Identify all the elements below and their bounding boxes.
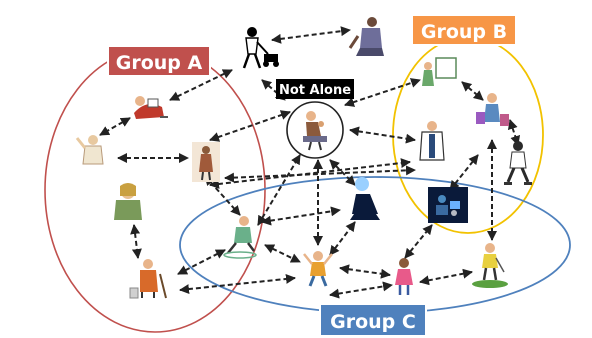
hand-raised-person-icon: [75, 135, 104, 165]
group-b-label: Group B: [411, 14, 517, 46]
lightbulb-thinker-icon: [350, 177, 380, 220]
doctor-icon: [419, 121, 445, 161]
teacher-board-icon: [422, 57, 457, 86]
group-a-label: Group A: [107, 45, 211, 77]
skater-icon: [223, 216, 257, 259]
group-c-boundary: [179, 176, 571, 314]
talking-person-icon: [348, 17, 384, 56]
group-c-label: Group C: [319, 303, 427, 337]
center-label-text: Not Alone: [279, 83, 351, 98]
standing-woman-icon: [192, 142, 220, 182]
computer-user-icon: [428, 187, 468, 223]
sitting-person-icon: [303, 111, 327, 151]
shopper-bags-icon: [476, 93, 509, 126]
rollerblader-icon: [504, 141, 532, 185]
group-a-label-text: Group A: [116, 52, 203, 74]
reclining-reader-icon: [134, 96, 168, 119]
group-c-label-text: Group C: [330, 311, 416, 333]
connections: [99, 26, 521, 299]
golfer-icon: [472, 243, 508, 288]
thinking-woman-icon: [114, 183, 142, 220]
center-label: Not Alone: [276, 79, 354, 99]
lawn-mower-person-icon: [242, 27, 279, 69]
jumping-kid-icon: [303, 251, 333, 287]
group-b-label-text: Group B: [421, 21, 507, 43]
old-man-cane-icon: [129, 259, 167, 299]
girl-icon: [395, 258, 413, 295]
